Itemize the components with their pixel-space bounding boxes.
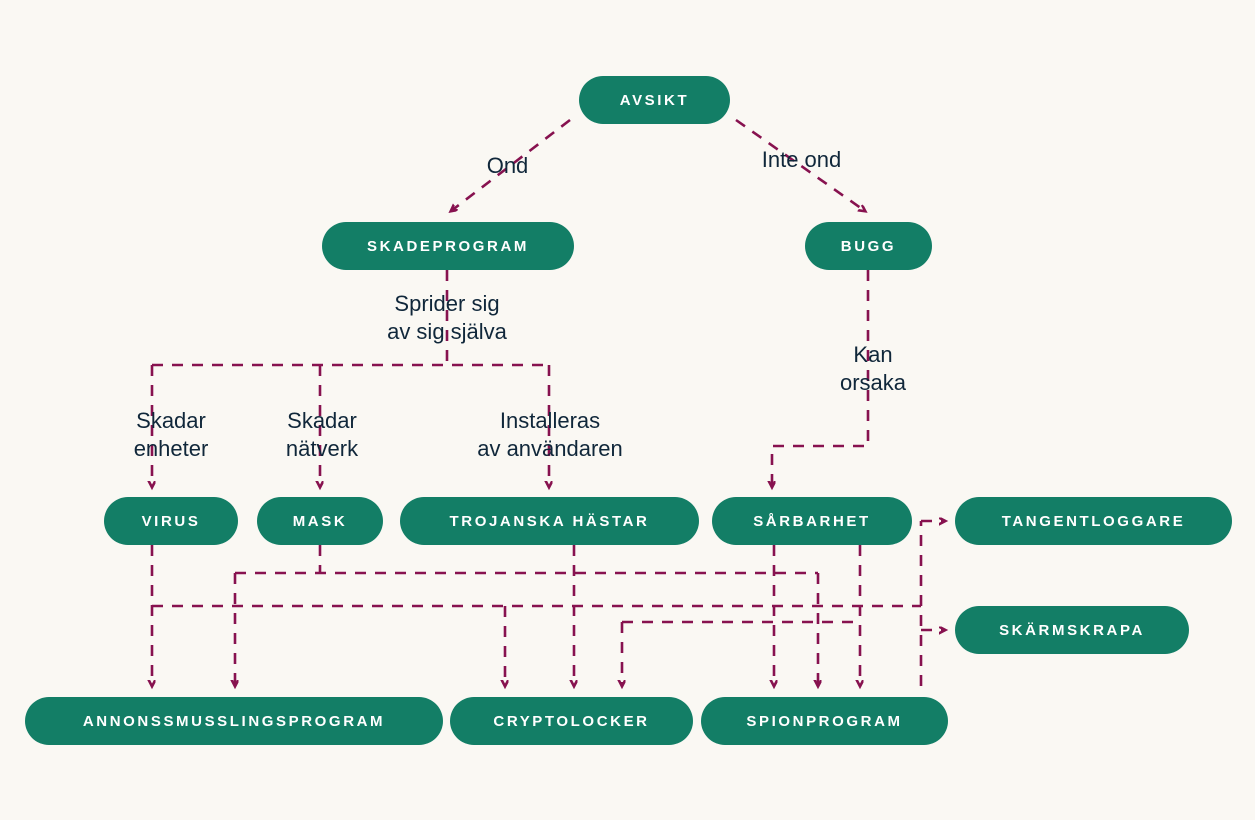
edge-avsikt-skadeprogram xyxy=(451,118,571,211)
edge-label-installeras: Installeras av användaren xyxy=(477,408,623,461)
node-avsikt[interactable]: AVSIKT xyxy=(579,76,730,124)
node-sarbarhet[interactable]: SÅRBARHET xyxy=(712,497,912,545)
node-skarmskrapa[interactable]: SKÄRMSKRAPA xyxy=(955,606,1189,654)
node-annonssmusslingsprogram[interactable]: ANNONSSMUSSLINGSPROGRAM xyxy=(25,697,443,745)
edge-label-skadar-natverk: Skadar nätverk xyxy=(285,408,359,461)
node-tangentloggare[interactable]: TANGENTLOGGARE xyxy=(955,497,1232,545)
edge-label-ond: Ond xyxy=(486,153,529,178)
node-bugg[interactable]: BUGG xyxy=(805,222,932,270)
edge-bugg-sarbarhet xyxy=(772,270,870,487)
edge-label-skadar-enheter: Skadar enheter xyxy=(133,408,209,461)
node-mask[interactable]: MASK xyxy=(257,497,383,545)
node-skadeprogram[interactable]: SKADEPROGRAM xyxy=(322,222,574,270)
node-cryptolocker[interactable]: CRYPTOLOCKER xyxy=(450,697,693,745)
node-virus[interactable]: VIRUS xyxy=(104,497,238,545)
edge-label-sprider-sig: Sprider sig av sig själva xyxy=(387,291,507,344)
edge-avsikt-bugg xyxy=(735,118,865,211)
node-trojanska-hastar[interactable]: TROJANSKA HÄSTAR xyxy=(400,497,699,545)
node-spionprogram[interactable]: SPIONPROGRAM xyxy=(701,697,948,745)
edge-label-inte-ond: Inte ond xyxy=(761,147,842,172)
edge-label-kan-orsaka: Kan orsaka xyxy=(839,342,907,395)
